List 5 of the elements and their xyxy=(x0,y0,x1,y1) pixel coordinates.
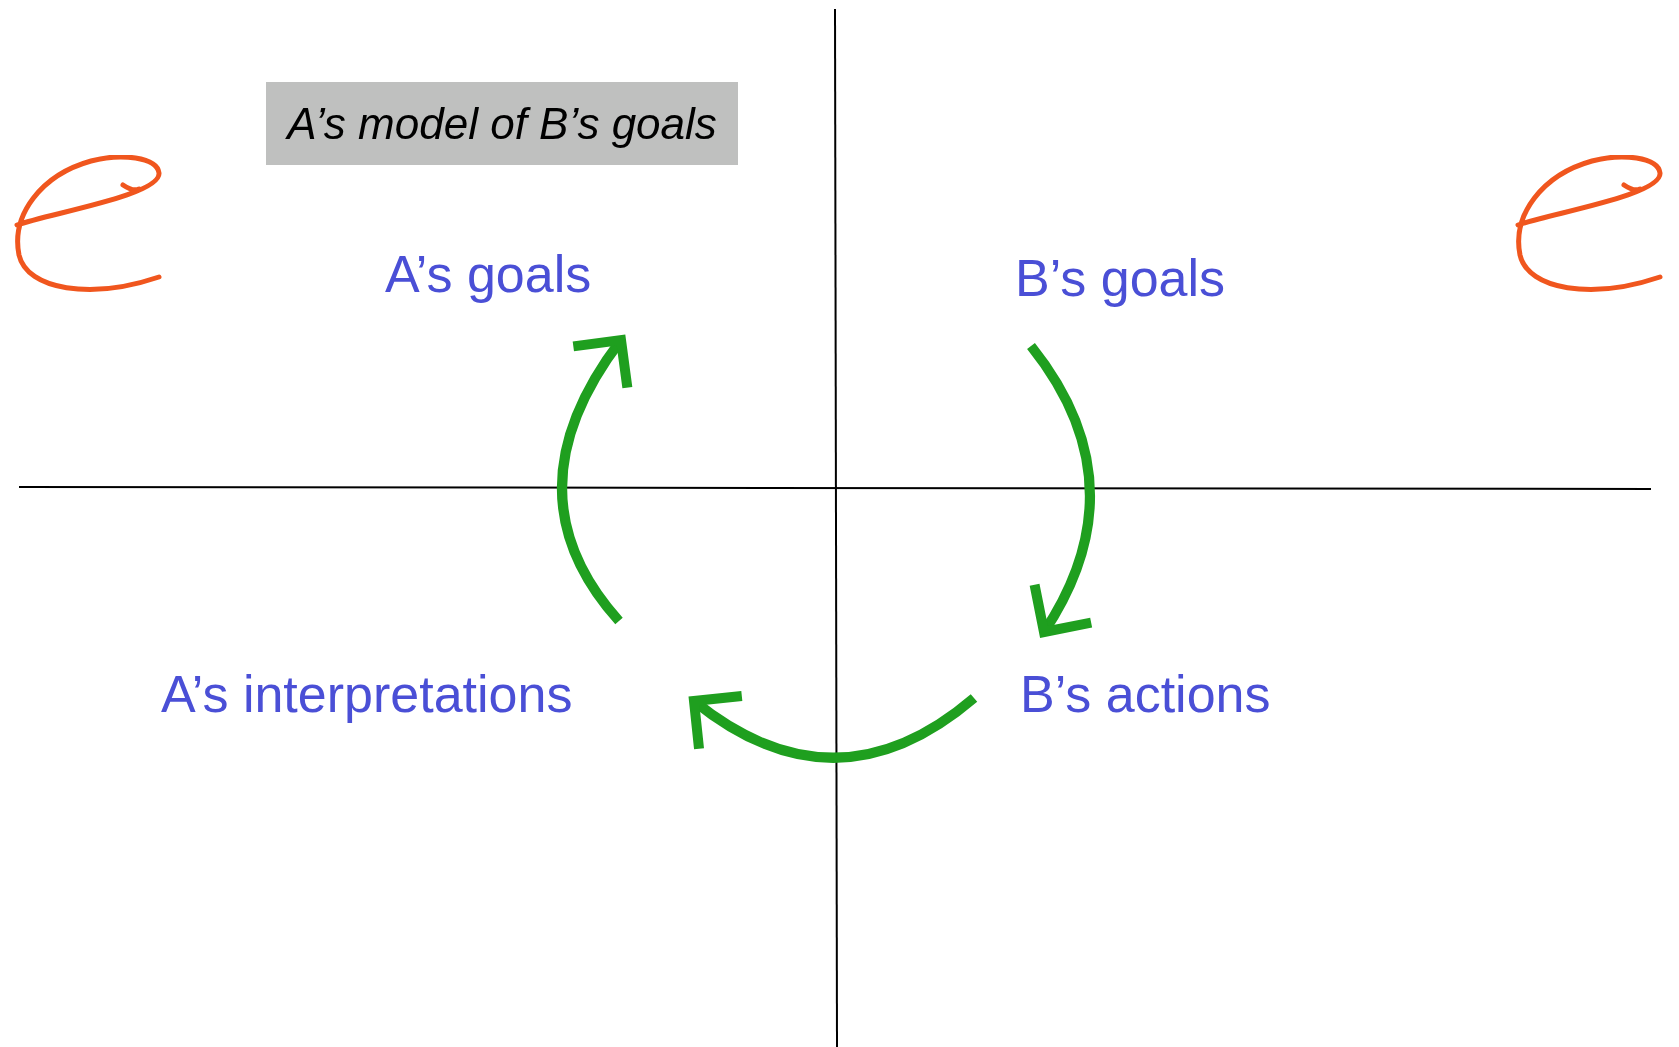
title-box: A’s model of B’s goals xyxy=(266,82,738,165)
curved-arrow xyxy=(557,335,635,625)
curved-arrow xyxy=(1026,343,1096,637)
node-label: B’s actions xyxy=(1020,668,1271,720)
curved-arrow xyxy=(689,688,978,763)
